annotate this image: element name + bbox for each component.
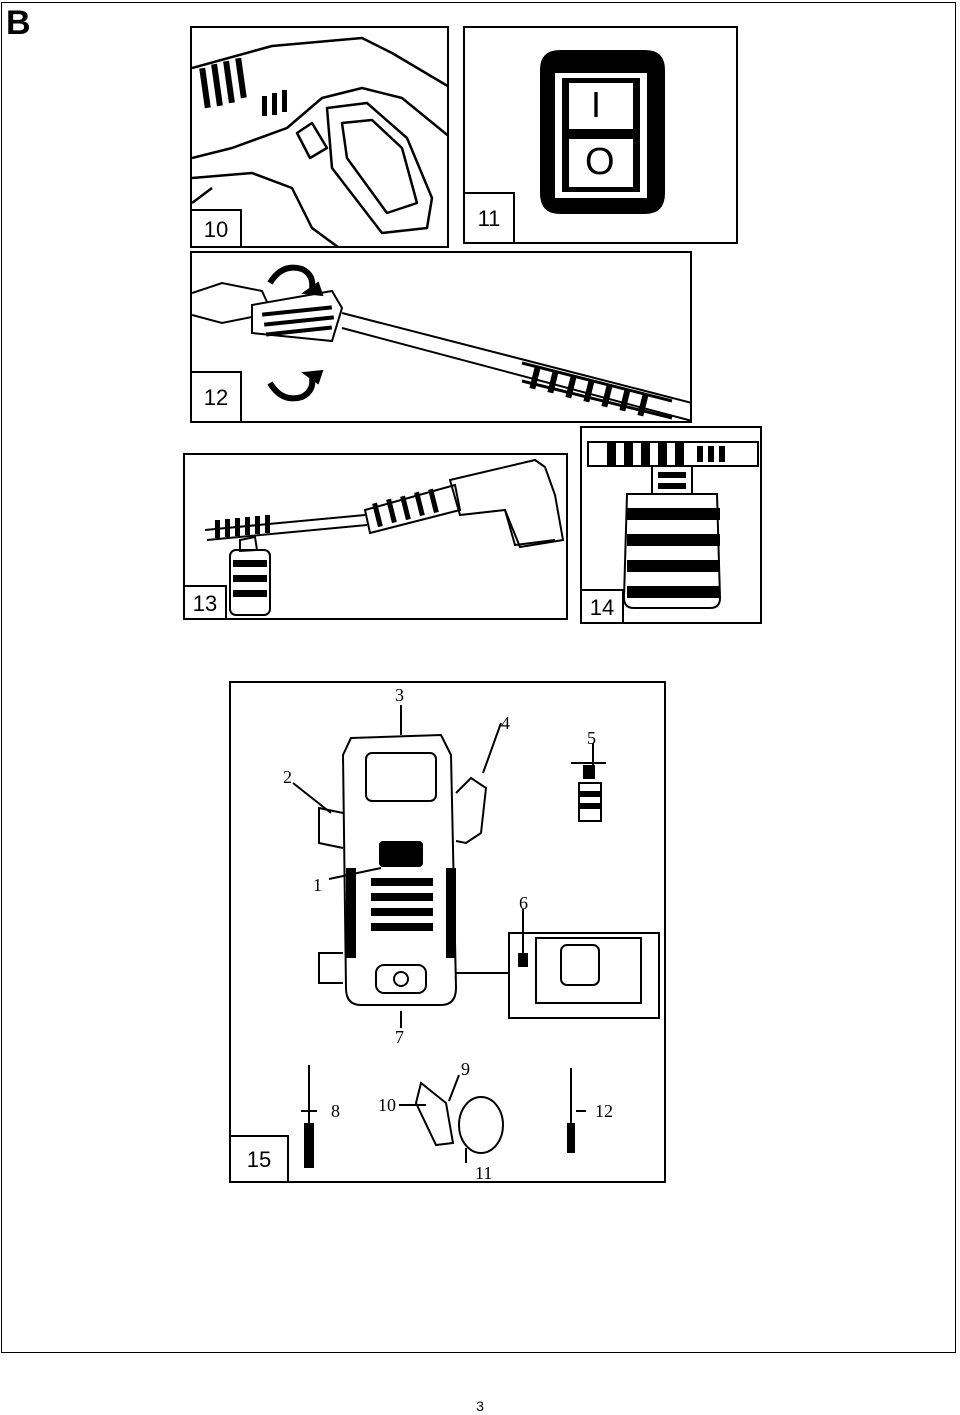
- page-number: 3: [476, 1398, 484, 1414]
- callout-4: 4: [501, 713, 510, 733]
- figure-12: 12: [190, 251, 692, 423]
- callout-12: 12: [595, 1101, 613, 1121]
- callout-2: 2: [283, 767, 292, 787]
- switch-off-label: O: [585, 141, 615, 183]
- figure-number-11: 11: [465, 192, 515, 242]
- callout-9: 9: [461, 1059, 470, 1079]
- callout-5: 5: [587, 728, 596, 748]
- figure-number-13: 13: [185, 585, 227, 618]
- section-letter: B: [6, 4, 31, 42]
- figure-number-15: 15: [231, 1135, 289, 1181]
- on-off-switch-illustration: [540, 50, 665, 214]
- lance-nozzle-illustration: [192, 264, 690, 421]
- gun-foam-bottle-illustration: [204, 458, 565, 616]
- parts-overview-illustration: [292, 705, 660, 1168]
- figure-13: 13: [183, 453, 568, 620]
- figure-11: I O 11: [463, 26, 738, 244]
- figure-10: 10: [190, 26, 449, 248]
- figure-number-12: 12: [192, 371, 242, 421]
- callout-3: 3: [395, 685, 404, 705]
- figure-15: 1 2 3 4 5 6 7 8 9 10 11 12 15: [229, 681, 666, 1183]
- callout-8: 8: [331, 1101, 340, 1121]
- page-frame: [1, 2, 956, 1353]
- figure-number-14: 14: [582, 589, 624, 622]
- callout-7: 7: [395, 1027, 404, 1047]
- figure-14: 14: [580, 426, 762, 624]
- callout-10: 10: [378, 1095, 396, 1115]
- callout-1: 1: [313, 875, 322, 895]
- callout-6: 6: [519, 893, 528, 913]
- figure-number-10: 10: [192, 209, 242, 246]
- gun-grip-illustration: [192, 36, 447, 246]
- foam-bottle-illustration: [587, 441, 759, 609]
- callout-11: 11: [475, 1163, 493, 1183]
- switch-on-label: I: [591, 84, 602, 125]
